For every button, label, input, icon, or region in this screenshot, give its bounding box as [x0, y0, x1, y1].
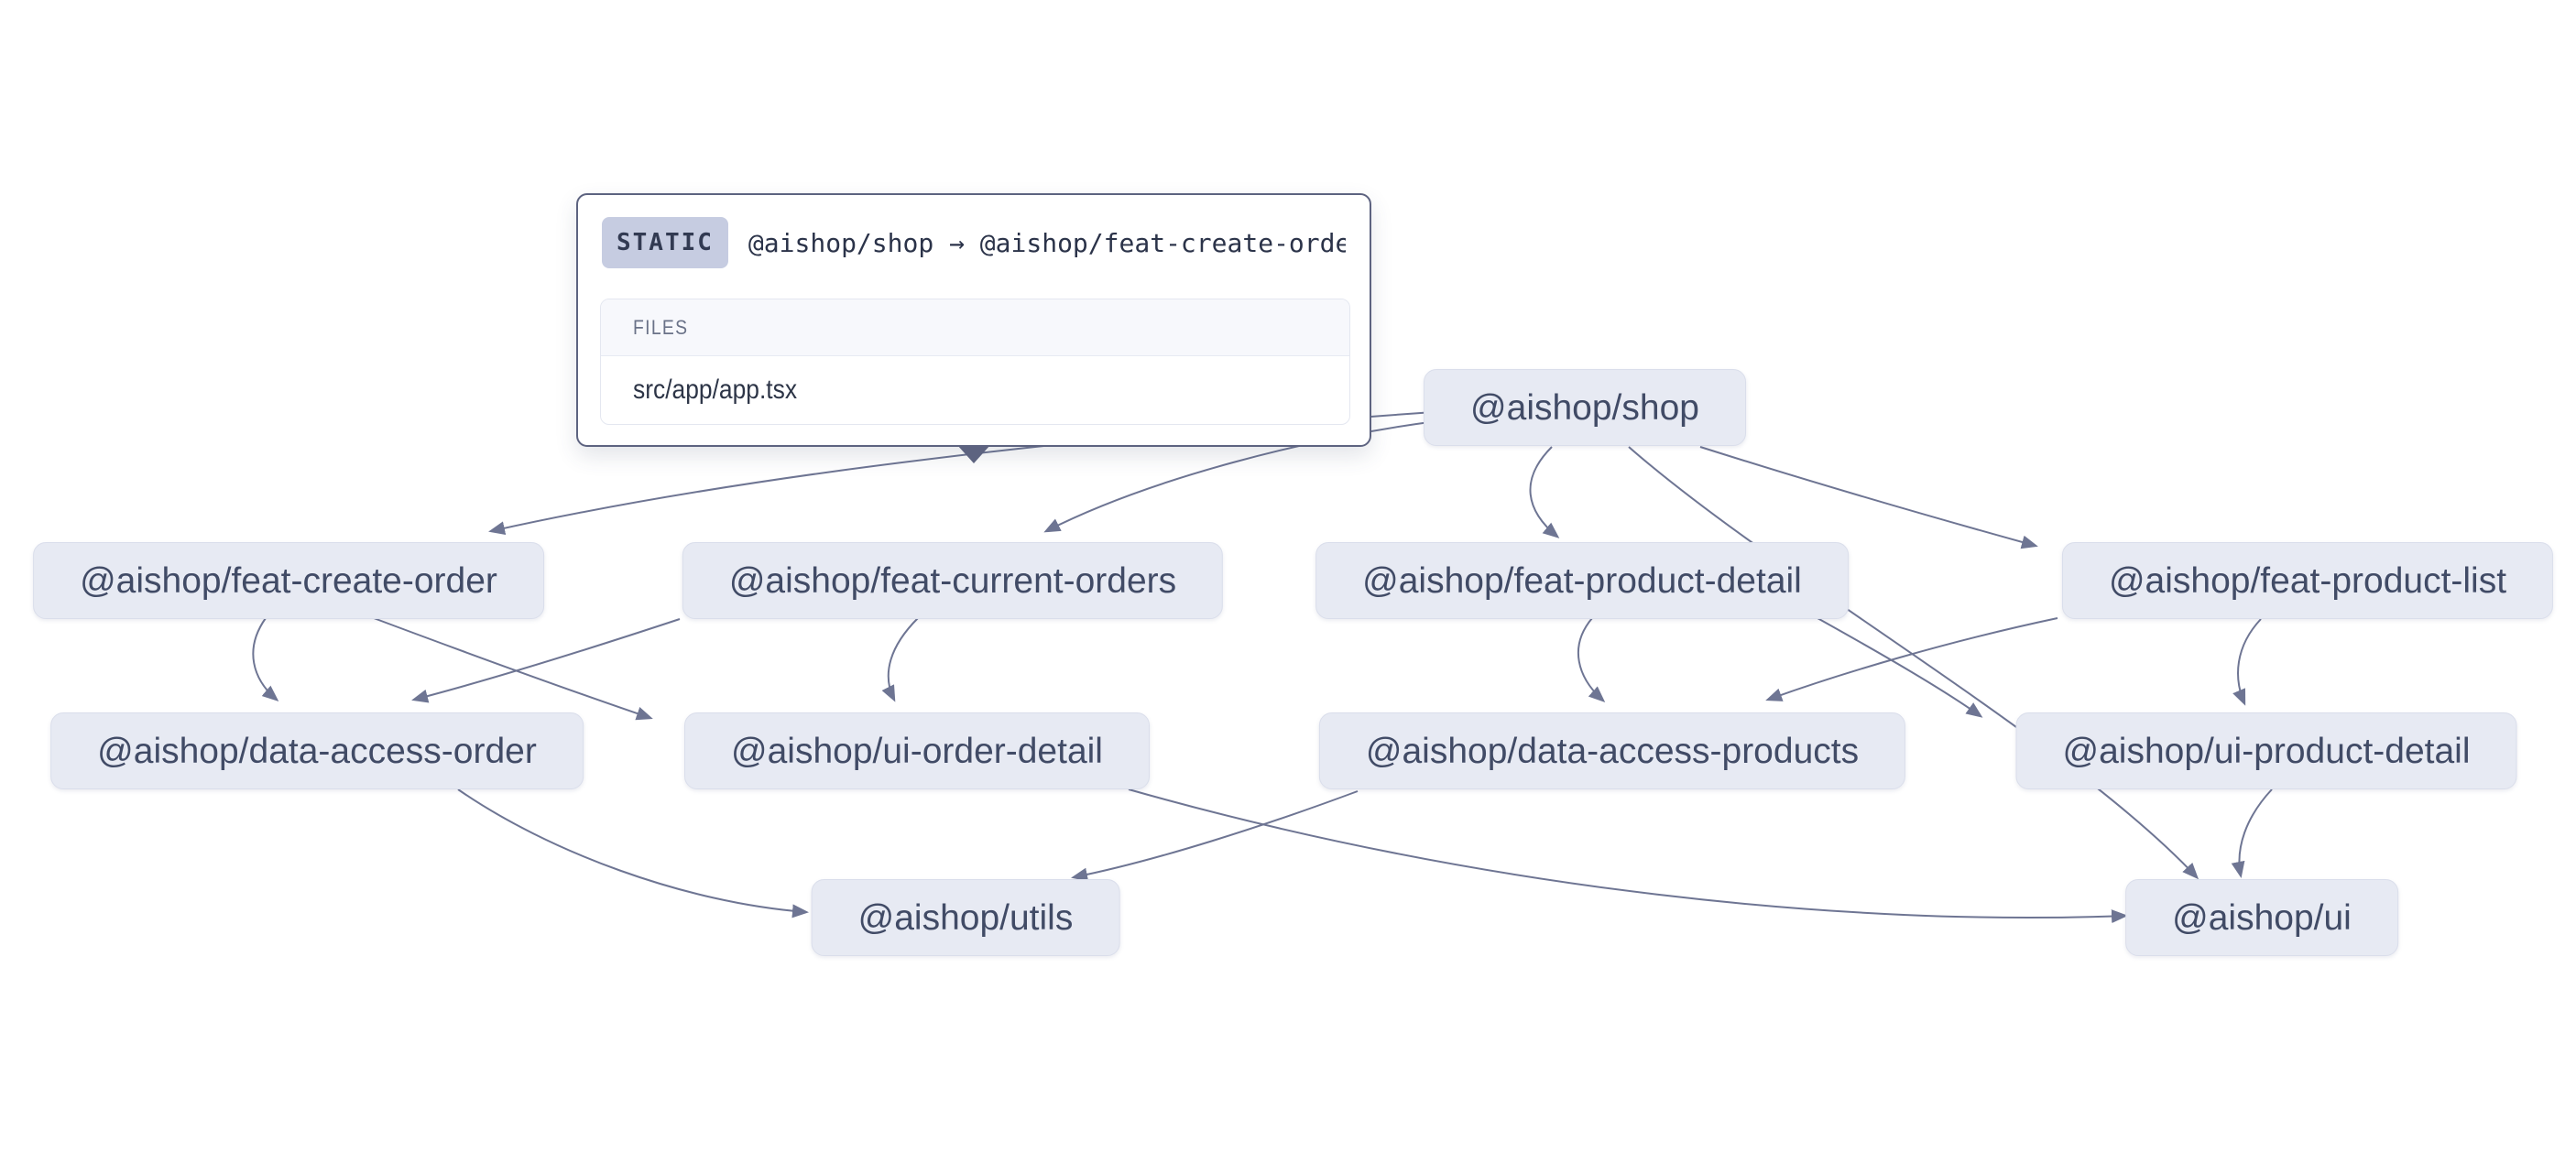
files-panel: FILES src/app/app.tsx: [600, 299, 1350, 425]
edge-type-badge: STATIC: [602, 217, 728, 268]
graph-node-data-access-products[interactable]: @aishop/data-access-products: [1318, 712, 1906, 789]
edge-feat-product-detail-to-ui-product-detail[interactable]: [1817, 617, 1983, 718]
edge-data-access-products-to-utils[interactable]: [1071, 790, 1359, 882]
edge-shop-to-feat-product-list[interactable]: [1699, 446, 2038, 549]
graph-node-data-access-order[interactable]: @aishop/data-access-order: [50, 712, 584, 789]
graph-node-feat-product-detail[interactable]: @aishop/feat-product-detail: [1315, 542, 1849, 619]
graph-node-ui[interactable]: @aishop/ui: [2125, 879, 2398, 956]
edge-feat-product-list-to-data-access-products[interactable]: [1765, 617, 2058, 701]
edge-tooltip-title: @aishop/shop → @aishop/feat-create-order: [748, 227, 1346, 258]
edge-shop-to-feat-current-orders[interactable]: [1043, 420, 1437, 533]
graph-node-label: @aishop/feat-create-order: [80, 561, 497, 601]
graph-node-label: @aishop/data-access-order: [97, 732, 537, 771]
graph-node-feat-product-list[interactable]: @aishop/feat-product-list: [2061, 542, 2554, 619]
edge-feat-current-orders-to-data-access-order[interactable]: [411, 618, 681, 703]
graph-node-label: @aishop/data-access-products: [1365, 732, 1860, 771]
edge-data-access-order-to-utils[interactable]: [457, 788, 809, 918]
edge-shop-to-ui[interactable]: [1628, 446, 2199, 880]
graph-node-feat-current-orders[interactable]: @aishop/feat-current-orders: [682, 542, 1224, 619]
edge-tooltip: STATIC @aishop/shop → @aishop/feat-creat…: [576, 193, 1371, 463]
edge-feat-product-detail-to-data-access-products[interactable]: [1577, 617, 1606, 702]
edge-ui-order-detail-to-ui[interactable]: [1128, 788, 2128, 924]
files-label: FILES: [633, 315, 689, 339]
edge-feat-current-orders-to-ui-order-detail[interactable]: [881, 617, 919, 702]
file-row: src/app/app.tsx: [601, 356, 1349, 424]
edge-feat-product-list-to-ui-product-detail[interactable]: [2232, 618, 2262, 706]
edge-feat-create-order-to-ui-order-detail[interactable]: [373, 617, 653, 721]
graph-node-ui-product-detail[interactable]: @aishop/ui-product-detail: [2015, 712, 2517, 789]
graph-node-label: @aishop/feat-product-detail: [1362, 561, 1802, 601]
graph-node-label: @aishop/ui-product-detail: [2062, 732, 2471, 771]
graph-node-label: @aishop/feat-product-list: [2108, 561, 2507, 601]
graph-node-label: @aishop/feat-current-orders: [728, 561, 1177, 601]
graph-node-feat-create-order[interactable]: @aishop/feat-create-order: [33, 542, 544, 619]
tooltip-caret-icon: [957, 445, 990, 463]
graph-node-label: @aishop/shop: [1470, 388, 1699, 428]
edge-feat-create-order-to-data-access-order[interactable]: [252, 617, 279, 701]
graph-node-utils[interactable]: @aishop/utils: [811, 879, 1120, 956]
graph-node-shop[interactable]: @aishop/shop: [1424, 369, 1746, 446]
edge-ui-product-detail-to-ui[interactable]: [2231, 788, 2273, 878]
graph-node-ui-order-detail[interactable]: @aishop/ui-order-detail: [684, 712, 1150, 789]
files-panel-header: FILES: [601, 299, 1349, 356]
graph-node-label: @aishop/ui: [2172, 898, 2352, 938]
graph-node-label: @aishop/utils: [857, 898, 1074, 938]
graph-node-label: @aishop/ui-order-detail: [731, 732, 1103, 771]
edge-shop-to-feat-product-detail[interactable]: [1529, 446, 1560, 538]
file-name: src/app/app.tsx: [633, 375, 798, 405]
